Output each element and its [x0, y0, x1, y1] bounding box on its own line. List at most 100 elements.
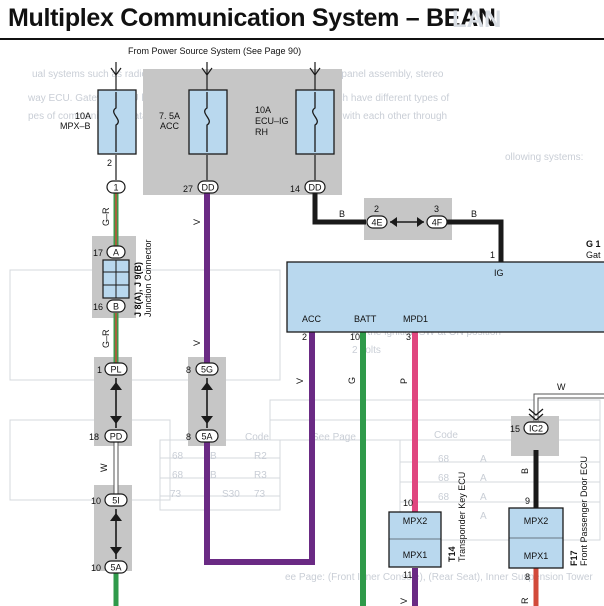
pin-number: 27 — [183, 184, 193, 194]
fuse-name: MPX–B — [60, 121, 91, 131]
ecu-code: T14 — [447, 546, 457, 562]
fuse-icon — [113, 92, 119, 152]
title-rule — [0, 38, 604, 40]
ecu-pin-mpx1: MPX1 — [403, 550, 428, 560]
ecu-f17: MPX2 MPX1 9 8 F17 Front Passenger Door E… — [508, 456, 589, 582]
source-label: From Power Source System (See Page 90) — [128, 46, 301, 56]
ghost-cell: 68 — [438, 454, 450, 465]
pin-number: 8 — [525, 572, 530, 582]
connector-label: 5I — [112, 496, 120, 506]
connector-4e-4f: 4E 4F 2 3 — [366, 204, 448, 229]
ghost-text-line: 2 volts — [352, 345, 381, 356]
connector-label: 5A — [201, 432, 212, 442]
junction-connector: A B 17 16 J 8(A), J 9(B) Junction Connec… — [93, 239, 153, 317]
wire-label: R — [520, 597, 530, 604]
connector-label: PL — [110, 365, 121, 375]
chevron-down-icon — [528, 408, 544, 421]
ghost-cell: R2 — [254, 451, 267, 462]
pin-number: 10 — [350, 332, 360, 342]
wire-label: V — [192, 340, 202, 346]
ghost-table-header: Code — [245, 432, 269, 443]
gateway-ecu: G 1 Gat IG ACC BATT MPD1 1 2 10 3 — [286, 239, 604, 342]
fuse-name: RH — [255, 127, 268, 137]
ghost-cell: A — [480, 454, 487, 465]
gateway-name: Gat — [586, 250, 601, 260]
ghost-table-header: Code — [434, 430, 458, 441]
ghost-cell: 73 — [170, 489, 182, 500]
ghost-cell: 68 — [172, 451, 184, 462]
ghost-cell: B — [210, 470, 217, 481]
ecu-name: Transponder Key ECU — [457, 472, 467, 562]
connector-label: PD — [110, 432, 123, 442]
wire-label: G–R — [101, 207, 111, 226]
ghost-cell: B — [210, 451, 217, 462]
ghost-table-header: See Page — [312, 432, 356, 443]
fuse-rating: 10A — [75, 111, 91, 121]
wire-label: G–R — [101, 329, 111, 348]
wire-label: V — [192, 219, 202, 225]
fuse-ecuig: 10A ECU–IG RH — [255, 89, 335, 155]
connector-label: 1 — [113, 183, 118, 193]
pin-number: 2 — [107, 158, 112, 168]
pin-number: 16 — [93, 302, 103, 312]
ghost-text-line: ollowing systems: — [505, 152, 583, 163]
wire-violet-acc — [204, 193, 315, 565]
fuse-name: ECU–IG — [255, 116, 289, 126]
connector-label: IC2 — [529, 424, 543, 434]
fuse-rating: 7. 5A — [159, 111, 180, 121]
ghost-cell: A — [480, 492, 487, 503]
fuse-acc: 7. 5A ACC — [159, 89, 228, 155]
ecu-pin-mpx1: MPX1 — [524, 551, 549, 561]
gateway-code: G 1 — [586, 239, 601, 249]
ghost-cell: A — [480, 511, 487, 522]
ghost-cell: R3 — [254, 470, 267, 481]
wire-black-ecuig — [312, 193, 504, 262]
gateway-pin-mpd1: MPD1 — [403, 314, 428, 324]
wire-w-ic2 — [533, 393, 604, 421]
ghost-cell: S30 — [222, 489, 240, 500]
page-title: Multiplex Communication System – BEAN — [8, 4, 496, 32]
ecu-name: Front Passenger Door ECU — [579, 456, 589, 566]
connector-label: A — [113, 248, 119, 258]
connector-5g-5a: 5G 5A 8 8 — [186, 362, 219, 443]
fuse-rating: 10A — [255, 105, 271, 115]
gateway-pin-acc: ACC — [302, 314, 322, 324]
connector-dd-acc: DD — [197, 180, 219, 194]
wire-label: B — [339, 209, 345, 219]
ghost-cell: 68 — [172, 470, 184, 481]
ghost-cell: 68 — [438, 473, 450, 484]
pin-number: 8 — [186, 432, 191, 442]
ghost-cell: A — [480, 473, 487, 484]
pin-number: 2 — [374, 204, 379, 214]
title-ghost: LAN — [452, 6, 502, 33]
ecu-pin-mpx2: MPX2 — [403, 516, 428, 526]
wire-label: W — [99, 463, 109, 472]
fuse-icon — [312, 92, 318, 152]
pin-number: 11 — [403, 570, 412, 580]
pin-number: 1 — [490, 250, 495, 260]
pin-number: 2 — [302, 332, 307, 342]
pin-number: 9 — [525, 496, 530, 506]
connector-label: DD — [202, 183, 215, 193]
wire-labels: G–R G–R W V V V B B G P W B V R — [99, 207, 566, 604]
wire-label: B — [520, 468, 530, 474]
connector-ic2: IC2 15 — [510, 408, 549, 435]
power-arrows — [110, 62, 321, 90]
fuse-mpxb: 10A MPX–B — [60, 89, 137, 155]
fuse-icon — [204, 92, 210, 152]
pin-number: 10 — [403, 498, 413, 508]
pin-number: 10 — [91, 496, 101, 506]
junction-name: Junction Connector — [143, 239, 153, 317]
wire-label: G — [347, 377, 357, 384]
connector-label: 4F — [432, 218, 443, 228]
pin-number: 10 — [91, 563, 101, 573]
connector-label: DD — [309, 183, 322, 193]
connector-label: 4E — [371, 218, 382, 228]
wire-label: V — [295, 378, 305, 384]
pin-number: 3 — [406, 332, 411, 342]
pin-number: 17 — [93, 248, 103, 258]
ghost-cell: 68 — [438, 492, 450, 503]
ecu-code: F17 — [569, 550, 579, 566]
